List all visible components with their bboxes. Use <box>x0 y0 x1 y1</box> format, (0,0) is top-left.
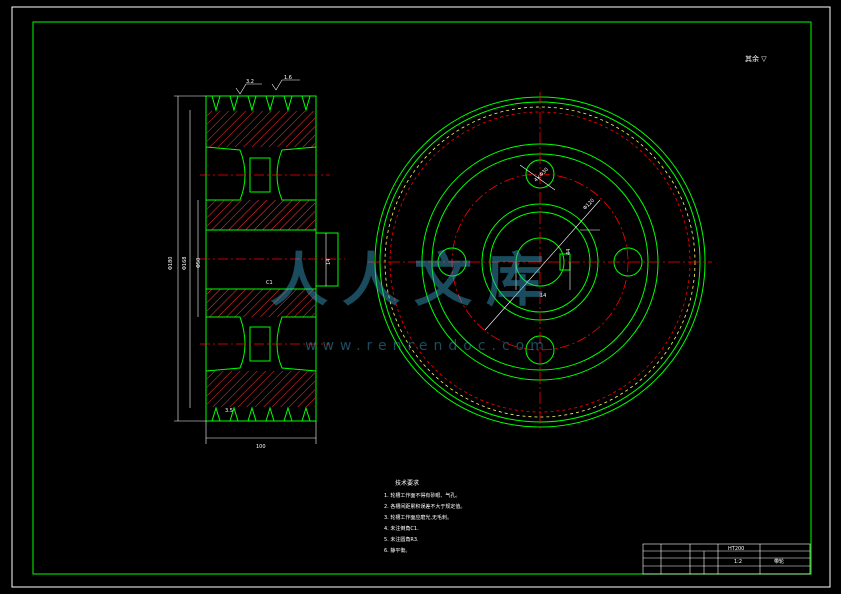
hatch-rim-bottom <box>207 371 315 407</box>
watermark: 人人文库 www.renrendoc.com <box>270 246 558 354</box>
roughness-note: 其余 ▽ <box>745 54 767 63</box>
section-view: Φ180 Φ168 Φ50 14 100 C1 3.5 3.2 1.6 <box>168 75 345 450</box>
front-view: 4×Φ30 Φ120 44 14 <box>368 92 712 432</box>
ra-top-2: 1.6 <box>284 75 292 81</box>
dim-width: 100 <box>256 444 266 450</box>
tech-item-1: 1. 轮槽工作面不得有砂眼、气孔。 <box>384 492 460 499</box>
watermark-text: 人人文库 <box>270 246 558 314</box>
tech-item-2: 2. 各槽间距累积误差不大于规定值。 <box>384 503 465 510</box>
hatch-hub-bottom <box>207 289 315 317</box>
front-dimension-lines <box>484 164 601 331</box>
inner-frame <box>32 21 812 575</box>
hatch-rim-top <box>207 111 315 147</box>
tech-item-5: 5. 未注圆角R3. <box>384 536 419 543</box>
watermark-url: www.renrendoc.com <box>305 338 550 354</box>
roughness-symbols <box>235 79 300 95</box>
hatch-hub-top <box>207 200 315 230</box>
dim-keyway: 14 <box>326 259 332 265</box>
dim-left-t: 3.5 <box>225 408 233 414</box>
dim-depth: 44 <box>566 249 572 255</box>
title-block <box>642 543 811 575</box>
dim-phi-bore: Φ50 <box>196 258 202 268</box>
dim-chamfer: C1 <box>266 280 273 286</box>
tech-item-3: 3. 轮槽工作面应磨光,无毛刺。 <box>384 514 452 521</box>
technical-requirements: 技术要求 1. 轮槽工作面不得有砂眼、气孔。 2. 各槽间距累积误差不大于规定值… <box>384 479 465 554</box>
tech-heading: 技术要求 <box>395 479 419 487</box>
dim-phi-tip: Φ180 <box>168 257 174 270</box>
tech-item-4: 4. 未注倒角C1. <box>384 525 419 532</box>
bottom-grooves <box>206 406 316 422</box>
tech-item-6: 6. 静平衡。 <box>384 547 410 554</box>
title-scale: 1:2 <box>734 559 742 565</box>
top-grooves <box>206 95 316 112</box>
dim-key-w: 14 <box>540 293 546 299</box>
ra-top-1: 3.2 <box>246 79 254 85</box>
dim-pcd: Φ120 <box>582 198 596 212</box>
dim-holes: 4×Φ30 <box>533 167 550 184</box>
title-material: HT200 <box>728 546 744 552</box>
title-part-name: 带轮 <box>774 558 784 565</box>
dimension-lines <box>174 95 327 444</box>
keyway-section <box>315 232 339 287</box>
dim-phi-d: Φ168 <box>182 257 188 270</box>
outer-frame <box>11 6 831 588</box>
